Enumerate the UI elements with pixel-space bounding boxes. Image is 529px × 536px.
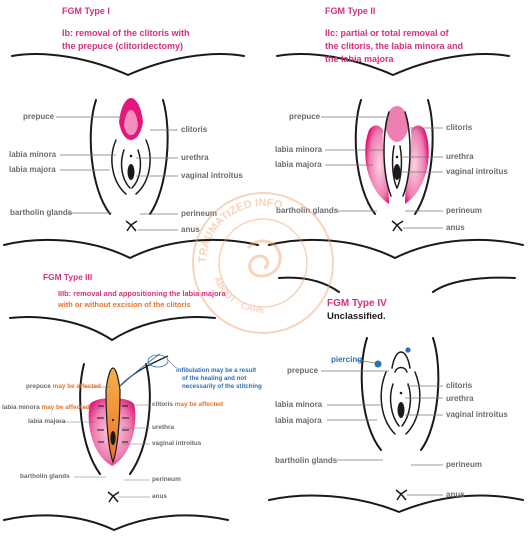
watermark-top-text: TRAUMATIZED INFO (197, 197, 284, 263)
label-bartholin-glands: bartholin glands (275, 456, 338, 465)
type-4-anatomy-drawing (268, 276, 524, 514)
type-1-description-line-1: Ib: removal of the clitoris with (62, 28, 190, 38)
desc-excision: excision of the clitoris (110, 300, 191, 309)
label-vaginal-introitus: vaginal introitus (446, 410, 508, 419)
panel-type-3: FGM Type III IIIb: removal and appositio… (0, 268, 264, 536)
label-prepuce: prepuce (23, 112, 55, 121)
type-3-description-line-1: IIIb: removal and appositioning the labi… (58, 289, 226, 298)
label-perineum: perineum (446, 460, 483, 469)
label-labia-majora: labia majora (275, 416, 322, 425)
label-clitoris-text: clitoris (152, 401, 173, 408)
label-labia-majora: labia majora (9, 165, 56, 174)
label-clitoris: clitoris (446, 123, 473, 132)
label-prepuce-text: prepuce (26, 383, 51, 390)
watermark-bottom-text: ABOUT · CARE (212, 275, 265, 315)
label-labia-minora: labia minora (275, 400, 323, 409)
panel-type-2: FGM Type II IIc: partial or total remova… (265, 0, 529, 268)
label-bartholin-glands: bartholin glands (20, 473, 70, 480)
label-labia-minora: labia minora (275, 145, 323, 154)
label-bartholin-glands: bartholin glands (276, 206, 339, 215)
label-prepuce: prepuce (287, 366, 319, 375)
label-anus: anus (446, 223, 465, 232)
label-urethra: urethra (446, 152, 474, 161)
type-2-title: FGM Type II (325, 6, 376, 16)
label-labia-majora: labia majora (28, 418, 66, 425)
label-clitoris: clitoris may be affected (152, 401, 223, 408)
label-prepuce: prepuce may be affected (26, 383, 101, 390)
desc-with-or: with or (58, 300, 85, 309)
type-3-title: FGM Type III (43, 272, 93, 282)
label-labia-minora: labia minora may be affected (2, 404, 90, 411)
label-perineum: perineum (446, 206, 483, 215)
label-vaginal-introitus: vaginal introitus (181, 171, 243, 180)
watermark-seal: TRAUMATIZED INFO ABOUT · CARE (192, 192, 334, 334)
label-anus: anus (446, 490, 465, 499)
label-piercing: piercing (331, 355, 363, 364)
prepuce-may-be-affected: may be affected (52, 383, 101, 390)
clitoris-may-be-affected: may be affected (174, 401, 224, 408)
type-3-anatomy-drawing (3, 315, 229, 532)
label-urethra: urethra (181, 153, 209, 162)
type-2-description-line-2: the clitoris, the labia minora and (325, 41, 464, 51)
label-labia-minora-text: labia minora (2, 404, 40, 411)
label-vaginal-introitus: vaginal introitus (152, 440, 202, 447)
label-urethra: urethra (446, 394, 474, 403)
infibulation-note-line-2: of the healing and not (182, 375, 247, 382)
label-anus: anus (152, 493, 167, 500)
type-3-description-line-2: with or without excision of the clitoris (58, 299, 191, 310)
label-perineum: perineum (152, 476, 181, 483)
panel-type-1: FGM Type I Ib: removal of the clitoris w… (0, 0, 264, 268)
type-1-title: FGM Type I (62, 6, 110, 16)
label-labia-majora: labia majora (275, 160, 322, 169)
type-1-anatomy-drawing (3, 53, 259, 260)
type-2-anatomy-drawing (268, 53, 524, 260)
label-clitoris: clitoris (181, 125, 208, 134)
panel-type-4: FGM Type IV Unclassified. piercing prepu… (265, 268, 529, 536)
labia-minora-may-be-affected: may be affected (41, 404, 90, 411)
infibulation-note-line-3: necessarily of the stitching (182, 383, 262, 390)
type-4-subtitle: Unclassified. (327, 311, 386, 322)
label-perineum: perineum (181, 209, 218, 218)
label-clitoris: clitoris (446, 381, 473, 390)
type-1-description-line-2: the prepuce (clitoridectomy) (62, 41, 184, 51)
label-anus: anus (181, 225, 200, 234)
infibulation-note-line-1: infibulation may be a result (176, 367, 257, 374)
label-urethra: urethra (152, 424, 175, 431)
desc-without: without (84, 300, 111, 309)
label-labia-minora: labia minora (9, 150, 57, 159)
type-2-description-line-3: the labia majora (325, 54, 394, 64)
type-4-title: FGM Type IV (327, 298, 387, 309)
type-2-description-line-1: IIc: partial or total removal of (325, 28, 449, 38)
label-bartholin-glands: bartholin glands (10, 208, 73, 217)
label-vaginal-introitus: vaginal introitus (446, 167, 508, 176)
label-prepuce: prepuce (289, 112, 321, 121)
